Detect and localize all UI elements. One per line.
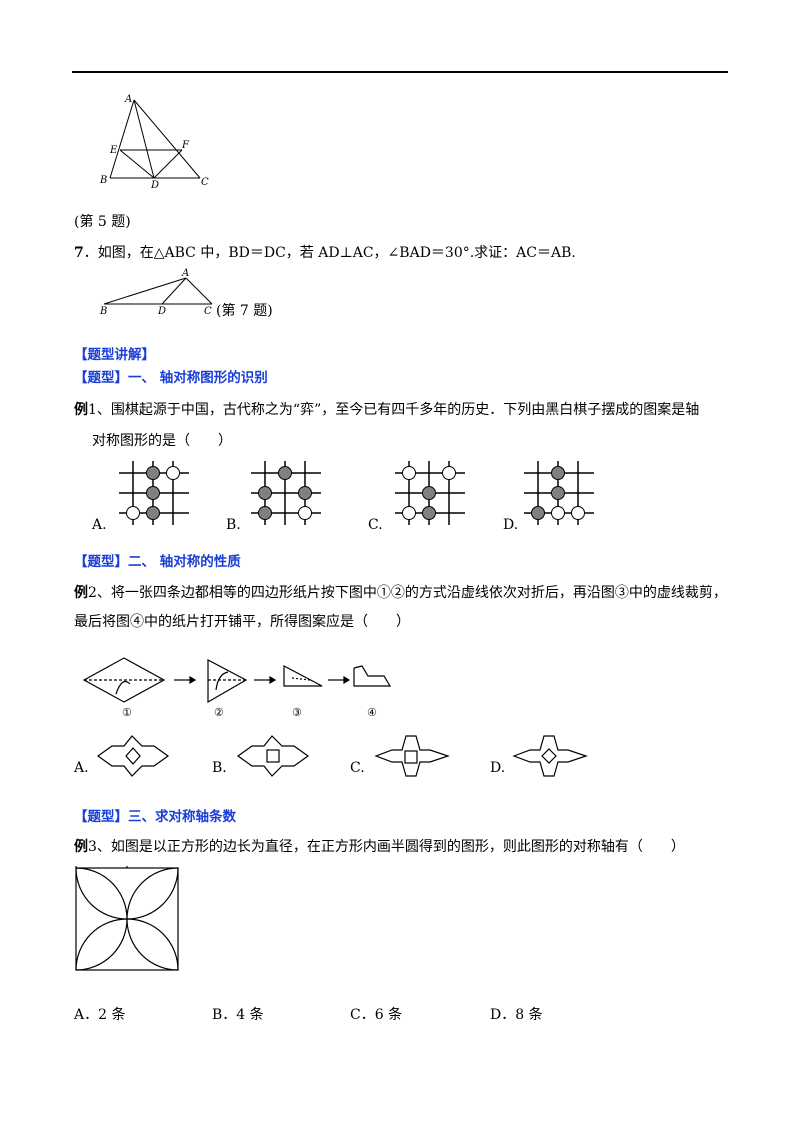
figure-q7: A B D C (99, 268, 213, 317)
ex2-option-c[interactable]: C. (350, 760, 365, 776)
square-semicircles-figure (75, 866, 179, 971)
shape-option-d (512, 735, 588, 777)
go-board-c (395, 461, 465, 525)
ex3-option-a[interactable]: A．2 条 (74, 1007, 126, 1023)
example1-body: 1、围棋起源于中国，古代称之为“弈”，至今已有四千多年的历史．下列由黑白棋子摆成… (88, 402, 700, 418)
shape-option-a (96, 735, 170, 777)
example1-text: 例1、围棋起源于中国，古代称之为“弈”，至今已有四千多年的历史．下列由黑白棋子摆… (74, 401, 699, 419)
ex1-option-a[interactable]: A. (92, 517, 107, 533)
ex2-option-b[interactable]: B. (212, 760, 227, 776)
q7-label-d: D (157, 306, 166, 317)
example2-label: 例 (74, 585, 88, 601)
example1-label: 例 (74, 402, 88, 418)
label-e: E (109, 145, 118, 156)
example3-body: 3、如图是以正方形的边长为直径，在正方形内画半圆得到的图形，则此图形的对称轴有（… (88, 839, 685, 855)
ex3-option-b[interactable]: B．4 条 (212, 1007, 264, 1023)
step-label-3: ③ (292, 706, 302, 719)
type3-heading: 【题型】三、求对称轴条数 (74, 809, 236, 825)
label-d: D (150, 180, 159, 190)
example2-text-line2: 最后将图④中的纸片打开铺平，所得图案应是（ ） (74, 614, 410, 630)
shape-option-b (236, 735, 310, 777)
ex3-option-c[interactable]: C．6 条 (350, 1007, 403, 1023)
q7-body: ．如图，在△ABC 中，BD＝DC，若 AD⊥AC，∠BAD＝30°.求证：AC… (83, 245, 576, 261)
ex3-option-d[interactable]: D．8 条 (490, 1007, 543, 1023)
step-label-4: ④ (367, 706, 377, 719)
label-c: C (201, 177, 209, 188)
example3-text: 例3、如图是以正方形的边长为直径，在正方形内画半圆得到的图形，则此图形的对称轴有… (74, 838, 685, 856)
example1-text-line2: 对称图形的是（ ） (92, 433, 232, 449)
label-f: F (181, 140, 190, 151)
type1-heading: 【题型】一、 轴对称图形的识别 (74, 370, 268, 386)
label-a: A (124, 94, 132, 105)
ex1-option-b[interactable]: B. (226, 517, 241, 533)
example3-label: 例 (74, 839, 88, 855)
q7-label-c: C (204, 306, 212, 317)
ex1-option-c[interactable]: C. (368, 517, 383, 533)
q7-label-a: A (181, 268, 189, 279)
ex2-option-d[interactable]: D. (490, 760, 506, 776)
q7-number: 7 (74, 245, 84, 261)
ex2-option-a[interactable]: A. (74, 760, 89, 776)
header-rule (72, 71, 728, 73)
q7-label-b: B (99, 306, 107, 317)
go-board-d (524, 461, 594, 525)
go-board-b (251, 461, 321, 525)
go-board-a (119, 461, 189, 525)
ex1-option-d[interactable]: D. (503, 517, 519, 533)
label-b: B (99, 175, 107, 186)
q7-text: 7．如图，在△ABC 中，BD＝DC，若 AD⊥AC，∠BAD＝30°.求证：A… (74, 244, 576, 262)
fig7-caption: (第 7 题) (216, 303, 273, 319)
shape-option-c (374, 735, 450, 777)
type2-heading: 【题型】二、 轴对称的性质 (74, 554, 241, 570)
folding-steps (82, 657, 392, 704)
step-label-1: ① (122, 706, 132, 719)
example2-text: 例2、将一张四条边都相等的四边形纸片按下图中①②的方式沿虚线依次对折后，再沿图③… (74, 584, 727, 602)
figure-q5: A B C D E F (99, 94, 209, 190)
step-label-2: ② (214, 706, 224, 719)
section-title: 【题型讲解】 (74, 347, 155, 363)
example2-body: 2、将一张四条边都相等的四边形纸片按下图中①②的方式沿虚线依次对折后，再沿图③中… (88, 585, 727, 601)
fig5-caption: (第 5 题) (74, 214, 131, 230)
